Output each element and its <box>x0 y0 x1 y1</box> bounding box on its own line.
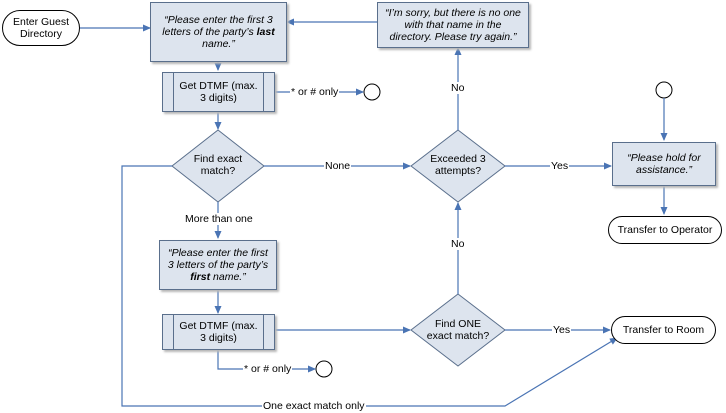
find-one-exact-match-text: Find ONE exact match? <box>426 318 490 342</box>
sorry-prompt-node: “I’m sorry, but there is no one with tha… <box>377 2 529 48</box>
edge-one-exact-match <box>121 165 618 407</box>
edge-label-yes-2: Yes <box>552 324 572 336</box>
please-hold-node: “Please hold for assistance.” <box>612 142 716 186</box>
prompt-last-name-emphasis: last <box>256 26 275 38</box>
please-hold-text: “Please hold for assistance.” <box>627 152 701 176</box>
transfer-to-room-text: Transfer to Room <box>622 324 705 336</box>
decision-find-one-shape <box>410 293 506 367</box>
find-exact-match-text: Find exact match? <box>193 153 243 177</box>
get-dtmf-1-node: Get DTMF (max. 3 digits) <box>162 72 275 112</box>
get-dtmf-1-text: Get DTMF (max. 3 digits) <box>179 80 258 104</box>
transfer-to-room-node: Transfer to Room <box>611 316 716 344</box>
prompt-first-name-emphasis: first <box>190 271 211 283</box>
end-circle-1 <box>363 83 381 101</box>
edge-label-one-exact-match-only: One exact match only <box>262 400 366 412</box>
prompt-last-name-text-post: name.” <box>202 38 235 50</box>
transfer-to-operator-text: Transfer to Operator <box>617 224 713 236</box>
edge-label-yes-1: Yes <box>550 160 570 172</box>
end-circle-2 <box>315 360 333 378</box>
prompt-last-name-text: “Please enter the first 3 letters of the… <box>155 14 282 50</box>
exceeded-attempts-text: Exceeded 3 attempts? <box>430 153 486 177</box>
edge-label-star-hash-1: * or # only <box>290 86 340 98</box>
get-dtmf-2-text: Get DTMF (max. 3 digits) <box>179 320 258 344</box>
edge-label-none: None <box>324 160 352 172</box>
edge-label-more-than-one: More than one <box>184 213 254 225</box>
sorry-prompt-text: “I’m sorry, but there is no one with tha… <box>385 7 521 43</box>
enter-guest-directory-text: Enter Guest Directory <box>12 16 70 40</box>
prompt-first-name-text: “Please enter the first 3 letters of the… <box>164 247 272 283</box>
prompt-first-name-node: “Please enter the first 3 letters of the… <box>159 240 277 290</box>
edge-label-star-hash-2: * or # only <box>243 363 293 375</box>
edge-label-no-2: No <box>450 238 466 250</box>
prompt-last-name-text-pre: “Please enter the first 3 letters of the… <box>162 14 273 38</box>
edge-label-no-1: No <box>450 82 466 94</box>
get-dtmf-2-node: Get DTMF (max. 3 digits) <box>162 314 275 350</box>
transfer-to-operator-node: Transfer to Operator <box>608 216 722 244</box>
prompt-first-name-text-post: name.” <box>210 271 246 283</box>
prompt-last-name-node: “Please enter the first 3 letters of the… <box>150 2 287 62</box>
prompt-first-name-text-pre: “Please enter the first 3 letters of the… <box>167 247 269 271</box>
enter-guest-directory-node: Enter Guest Directory <box>2 10 80 46</box>
start-circle <box>655 81 673 99</box>
